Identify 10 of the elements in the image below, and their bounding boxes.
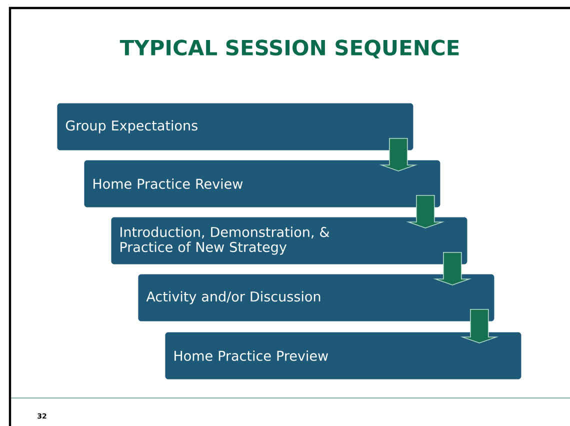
step-box: Home Practice Preview [165,332,522,380]
down-arrow [433,252,472,286]
down-arrow [406,195,445,228]
step-box: Group Expectations [57,103,414,150]
down-arrow [460,309,499,344]
step-box: Introduction, Demonstration, & Practice of New Strategy [111,217,468,264]
title: TYPICAL SESSION SEQUENCE [120,40,459,58]
step-box: Home Practice Review [84,160,440,208]
step-box: Activity and/or Discussion [138,274,494,322]
down-arrow [379,138,418,172]
